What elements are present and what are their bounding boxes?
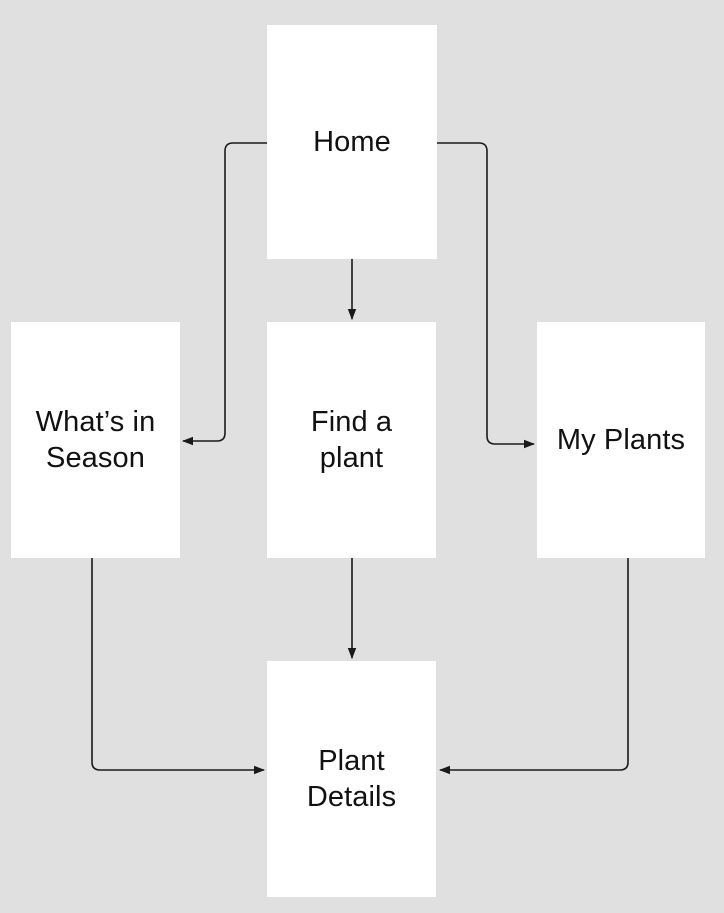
node-plant-details[interactable]: Plant Details bbox=[267, 661, 436, 897]
edge-home-to-myplants bbox=[437, 142, 536, 449]
node-find-a-plant[interactable]: Find a plant bbox=[267, 322, 436, 558]
node-whats-in-season[interactable]: What’s in Season bbox=[11, 322, 180, 558]
edge-season-to-details bbox=[91, 558, 266, 775]
node-my-plants[interactable]: My Plants bbox=[537, 322, 705, 558]
node-home[interactable]: Home bbox=[267, 25, 437, 259]
edge-home-to-season bbox=[181, 142, 267, 446]
edge-myplants-to-details bbox=[438, 558, 629, 775]
